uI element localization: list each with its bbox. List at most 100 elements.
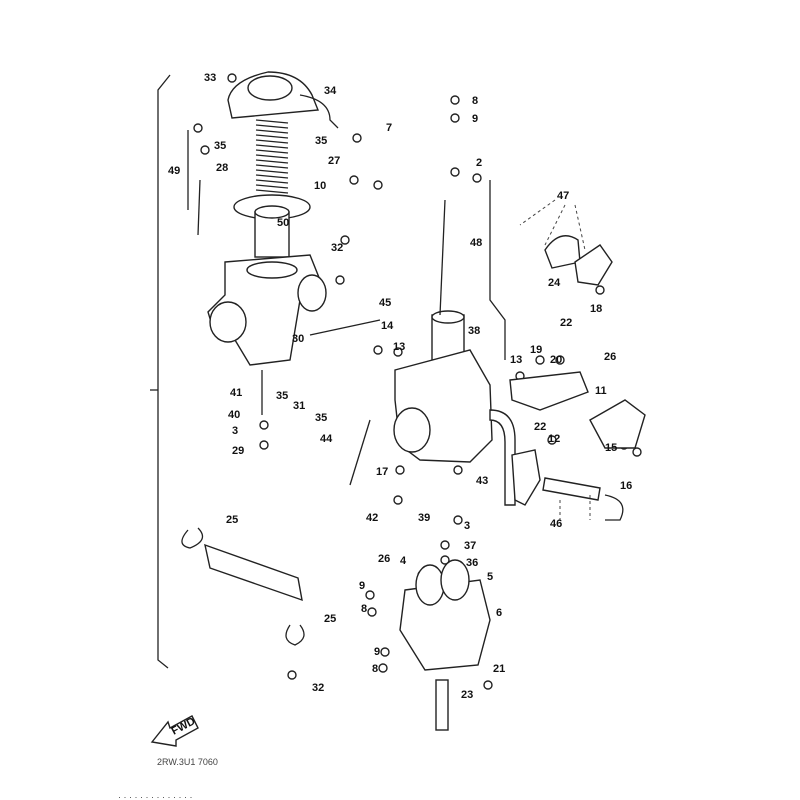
part-label-37: 37 bbox=[464, 540, 476, 552]
part-label-36: 36 bbox=[466, 557, 478, 569]
rod-44 bbox=[349, 419, 371, 486]
small-part bbox=[378, 663, 388, 673]
needle-48 bbox=[439, 199, 446, 316]
part-label-50: 50 bbox=[277, 217, 289, 229]
part-label-28: 28 bbox=[216, 162, 228, 174]
part-label-22: 22 bbox=[534, 421, 546, 433]
small-part bbox=[472, 173, 482, 183]
small-part bbox=[259, 440, 269, 450]
part-label-35: 35 bbox=[276, 390, 288, 402]
small-part bbox=[340, 235, 350, 245]
part-label-32: 32 bbox=[312, 682, 324, 694]
part-label-11: 11 bbox=[595, 385, 607, 397]
lever-14 bbox=[309, 319, 381, 336]
part-label-41: 41 bbox=[230, 387, 242, 399]
part-label-12: 12 bbox=[548, 433, 560, 445]
part-label-15: 15 bbox=[605, 442, 617, 454]
fwd-arrow-icon: FWD bbox=[150, 715, 199, 747]
small-part bbox=[287, 670, 297, 680]
small-part bbox=[227, 73, 237, 83]
part-label-47: 47 bbox=[557, 190, 569, 202]
small-part bbox=[555, 355, 565, 365]
small-part bbox=[352, 133, 362, 143]
part-label-5: 5 bbox=[487, 571, 493, 583]
small-part bbox=[259, 420, 269, 430]
part-label-35: 35 bbox=[315, 412, 327, 424]
part-label-8: 8 bbox=[361, 603, 367, 615]
part-label-26: 26 bbox=[378, 553, 390, 565]
part-label-18: 18 bbox=[590, 303, 602, 315]
small-part bbox=[450, 113, 460, 123]
part-label-7: 7 bbox=[386, 122, 392, 134]
part-label-25: 25 bbox=[226, 514, 238, 526]
part-label-10: 10 bbox=[314, 180, 326, 192]
small-part bbox=[365, 590, 375, 600]
top-cap bbox=[227, 71, 339, 129]
small-part bbox=[367, 607, 377, 617]
part-label-33: 33 bbox=[204, 72, 216, 84]
part-label-45: 45 bbox=[379, 297, 391, 309]
part-label-38: 38 bbox=[468, 325, 480, 337]
small-part bbox=[335, 275, 345, 285]
part-label-16: 16 bbox=[620, 480, 632, 492]
part-label-48: 48 bbox=[470, 237, 482, 249]
upper-carb-body bbox=[207, 254, 327, 366]
small-part bbox=[595, 285, 605, 295]
part-label-22: 22 bbox=[560, 317, 572, 329]
needle bbox=[197, 179, 201, 236]
part-label-32: 32 bbox=[331, 242, 343, 254]
small-part bbox=[632, 447, 642, 457]
diaphragm-piston bbox=[233, 194, 311, 258]
small-part bbox=[547, 435, 557, 445]
part-label-26: 26 bbox=[604, 351, 616, 363]
part-label-34: 34 bbox=[324, 85, 337, 97]
part-label-40: 40 bbox=[228, 409, 240, 421]
small-part bbox=[395, 465, 405, 475]
part-label-27: 27 bbox=[328, 155, 340, 167]
small-part bbox=[450, 95, 460, 105]
part-label-43: 43 bbox=[476, 475, 488, 487]
throttle-linkage bbox=[509, 235, 646, 521]
part-label-42: 42 bbox=[366, 512, 378, 524]
small-part bbox=[535, 355, 545, 365]
part-label-31: 31 bbox=[293, 400, 305, 412]
float-bowl bbox=[399, 559, 491, 731]
part-label-9: 9 bbox=[472, 113, 478, 125]
spring bbox=[255, 119, 289, 194]
part-label-25: 25 bbox=[324, 613, 336, 625]
clip-25 bbox=[181, 527, 204, 549]
part-label-30: 30 bbox=[292, 333, 304, 345]
part-label-9: 9 bbox=[374, 646, 380, 658]
part-label-13: 13 bbox=[393, 341, 405, 353]
small-part bbox=[349, 175, 359, 185]
part-label-6: 6 bbox=[496, 607, 502, 619]
part-label-14: 14 bbox=[381, 320, 394, 332]
part-label-44: 44 bbox=[320, 433, 333, 445]
bracket-plate bbox=[204, 543, 303, 602]
part-label-29: 29 bbox=[232, 445, 244, 457]
part-label-35: 35 bbox=[214, 140, 226, 152]
part-label-20: 20 bbox=[550, 354, 562, 366]
group-bracket bbox=[157, 74, 171, 669]
small-part bbox=[200, 145, 210, 155]
small-part bbox=[193, 123, 203, 133]
part-label-19: 19 bbox=[530, 344, 542, 356]
small-part bbox=[483, 680, 493, 690]
part-label-21: 21 bbox=[493, 663, 505, 675]
small-part bbox=[373, 180, 383, 190]
part-label-17: 17 bbox=[376, 466, 388, 478]
part-label-24: 24 bbox=[548, 277, 561, 289]
small-part bbox=[450, 167, 460, 177]
part-label-4: 4 bbox=[400, 555, 407, 567]
clip-25b bbox=[285, 624, 305, 646]
part-label-2: 2 bbox=[476, 157, 482, 169]
part-label-3: 3 bbox=[232, 425, 238, 437]
small-part bbox=[453, 515, 463, 525]
part-label-8: 8 bbox=[372, 663, 378, 675]
part-label-39: 39 bbox=[418, 512, 430, 524]
small-part bbox=[453, 465, 463, 475]
part-label-3: 3 bbox=[464, 520, 470, 532]
footer-text: · · · · · · · · · · · · · · bbox=[118, 792, 192, 800]
part-label-13: 13 bbox=[510, 354, 522, 366]
